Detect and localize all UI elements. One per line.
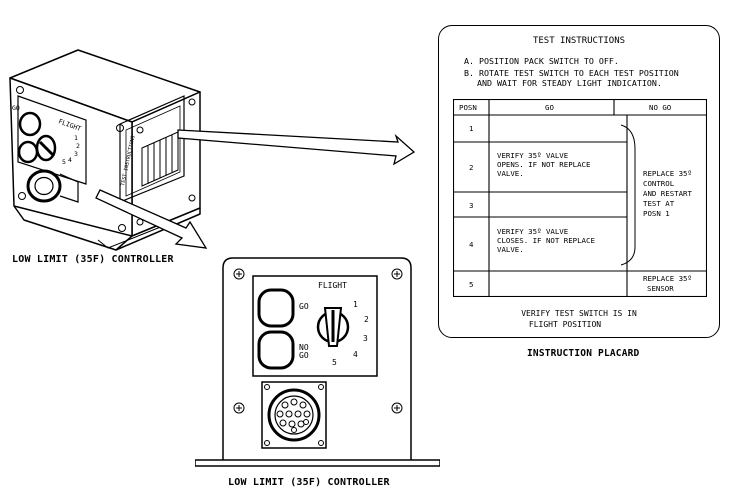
go-row2-line2: OPENS. IF NOT REPLACE — [497, 160, 591, 169]
svg-text:GO: GO — [12, 104, 20, 112]
svg-text:5: 5 — [62, 158, 66, 166]
placard-title: TEST INSTRUCTIONS — [532, 36, 626, 46]
placard-caption: INSTRUCTION PLACARD — [527, 348, 640, 359]
instruction-placard: TEST INSTRUCTIONS A. POSITION PACK SWITC… — [438, 25, 720, 338]
dial-position-2: 2 — [364, 315, 369, 324]
test-table: POSN GO NO GO 1 2 3 4 5 VERIFY 35º VALVE… — [453, 99, 707, 297]
front-controller-caption: LOW LIMIT (35F) CONTROLLER — [228, 477, 390, 488]
posn-3: 3 — [469, 201, 474, 210]
nogo-group-line4: TEST AT — [643, 199, 675, 208]
nogo-row5-line1: REPLACE 35º — [643, 274, 692, 283]
dial-position-5: 5 — [332, 358, 337, 367]
posn-5: 5 — [469, 280, 474, 289]
placard-footer-line2: FLIGHT POSITION — [528, 320, 602, 329]
go-row4-line1: VERIFY 35º VALVE — [497, 227, 569, 236]
callout-arrow-to-front-view — [95, 189, 208, 249]
go-row2-line3: VALVE. — [497, 169, 524, 178]
nogo-row5-line2: SENSOR — [647, 284, 674, 293]
electrical-connector — [261, 381, 327, 449]
test-rotary-switch — [316, 307, 350, 347]
placard-step-b-line2: AND WAIT FOR STEADY LIGHT INDICATION. — [477, 78, 662, 88]
front-view-drawing — [195, 257, 440, 467]
nogo-group-line2: CONTROL — [643, 179, 675, 188]
nogo-light-label-line2: GO — [299, 351, 309, 360]
dial-position-3: 3 — [363, 334, 368, 343]
nogo-group-line5: POSN 1 — [643, 209, 670, 218]
dial-position-1: 1 — [353, 300, 358, 309]
iso-controller-caption: LOW LIMIT (35F) CONTROLLER — [12, 254, 174, 265]
callout-arrow-to-placard — [177, 129, 416, 166]
placard-step-a: A. POSITION PACK SWITCH TO OFF. — [464, 56, 619, 66]
posn-2: 2 — [469, 163, 474, 172]
nogo-group-line3: AND RESTART — [643, 189, 692, 198]
svg-text:4: 4 — [68, 156, 72, 164]
placard-step-b-line1: B. ROTATE TEST SWITCH TO EACH TEST POSIT… — [464, 68, 679, 78]
svg-text:3: 3 — [74, 150, 78, 158]
nogo-group-line1: REPLACE 35º — [643, 169, 692, 178]
go-light-label: GO — [299, 302, 309, 311]
header-no-go: NO GO — [649, 103, 672, 112]
go-row2-line1: VERIFY 35º VALVE — [497, 151, 569, 160]
posn-4: 4 — [469, 240, 474, 249]
test-table-grid-lines — [453, 99, 707, 297]
controller-front-view: FLIGHT GO NO GO 1 2 3 4 5 — [195, 254, 440, 468]
posn-1: 1 — [469, 124, 474, 133]
placard-footer: VERIFY TEST SWITCH IS IN FLIGHT POSITION — [439, 308, 719, 330]
go-row4-line2: CLOSES. IF NOT REPLACE — [497, 236, 595, 245]
svg-text:1: 1 — [74, 134, 78, 142]
header-go: GO — [545, 103, 554, 112]
placard-footer-line1: VERIFY TEST SWITCH IS IN — [521, 309, 637, 318]
go-row4-line3: VALVE. — [497, 245, 524, 254]
nogo-light-label-line1: NO — [299, 343, 309, 352]
svg-text:2: 2 — [76, 142, 80, 150]
flight-label: FLIGHT — [318, 281, 347, 290]
dial-position-4: 4 — [353, 350, 358, 359]
header-posn: POSN — [459, 103, 477, 112]
